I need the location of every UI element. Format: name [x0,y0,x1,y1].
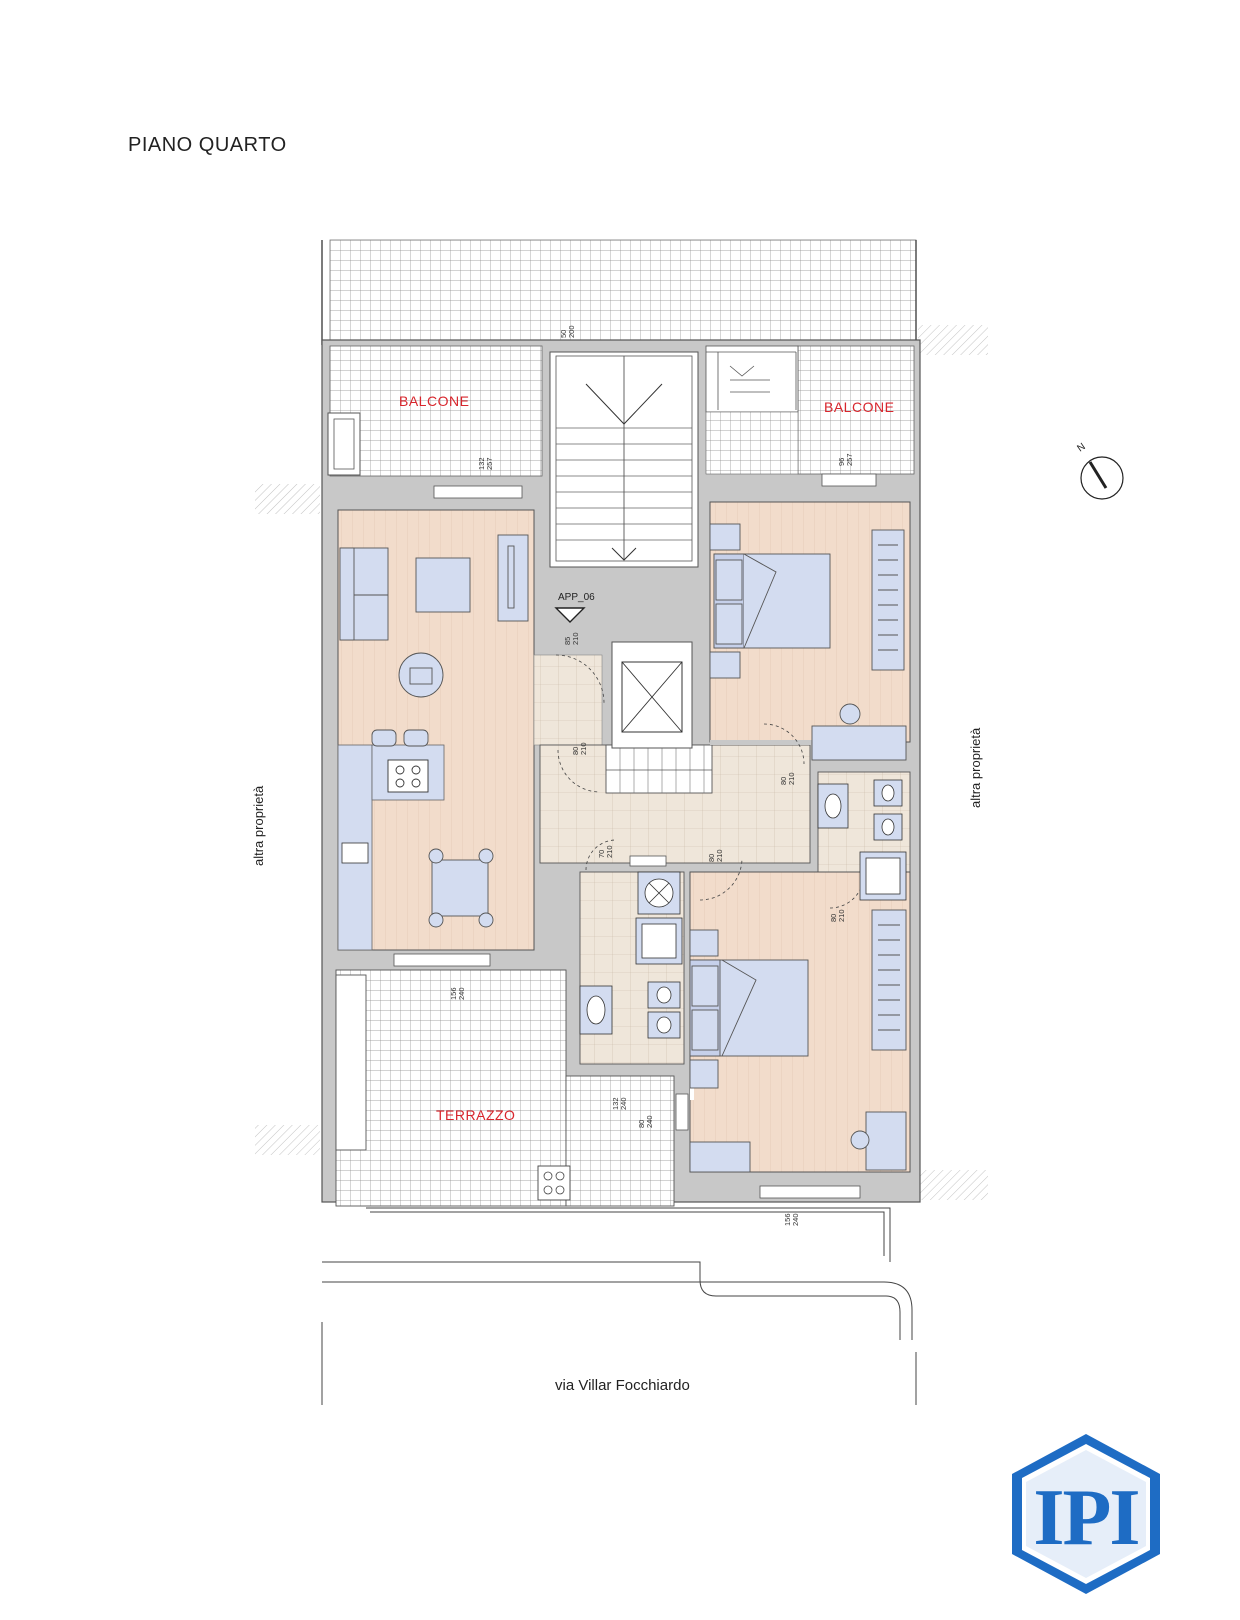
coffee-table [415,557,471,613]
svg-text:96257: 96257 [837,453,854,466]
svg-text:80210: 80210 [779,772,796,785]
entrance-hall [539,744,811,864]
svg-text:132257: 132257 [477,457,494,470]
label-apartment: APP_06 [558,592,595,603]
tv-unit [497,534,529,622]
svg-text:80210: 80210 [707,849,724,862]
lift [611,641,693,749]
balcone-left [327,345,543,477]
svg-text:156240: 156240 [783,1213,800,1226]
label-side-right: altra proprietà [968,727,983,808]
label-side-left: altra proprietà [251,785,266,866]
svg-text:80210: 80210 [829,909,846,922]
nightstands-bottom [689,929,719,1089]
wardrobe-bottom [871,909,907,1051]
apartment-marker: APP_06 [554,592,595,623]
ipi-logo: IPI [1012,1434,1160,1594]
balcone-right [705,345,915,475]
page-title: PIANO QUARTO [128,134,287,156]
double-bed-top [713,553,831,649]
neighbour-hatching [255,325,988,1200]
label-street: via Villar Focchiardo [555,1377,690,1394]
logo-text: IPI [1033,1474,1138,1562]
wardrobe-top [871,529,905,671]
label-balcone-left: BALCONE [399,393,469,409]
bathroom-center-fixtures [579,871,683,1039]
label-terrazzo: TERRAZZO [436,1107,515,1123]
label-north: N [1075,441,1087,454]
nightstands-top [709,523,741,679]
windows [393,473,877,1199]
top-courtyard [321,239,917,345]
kitchen-sink [341,842,369,864]
corridor-tile [533,654,603,746]
desk-bottom-left [689,1141,751,1173]
svg-text:70210: 70210 [597,845,614,858]
svg-text:80240: 80240 [637,1115,654,1128]
svg-text:50200: 50200 [559,325,576,338]
desk-top [811,703,907,761]
dining-table [428,848,494,928]
armchair [398,652,444,698]
svg-text:80210: 80210 [571,742,588,755]
bar-stools [371,729,429,747]
svg-text:85210: 85210 [563,632,580,645]
bathroom-right-fixtures [817,779,907,901]
label-balcone-right: BALCONE [824,399,894,415]
cooktop [387,759,429,793]
door-swings [555,654,865,909]
desk-bottom [850,1111,907,1171]
north-arrow-icon: N [1075,441,1124,500]
terrazzo [335,969,675,1207]
double-bed-bottom [689,959,809,1057]
dimension-labels: 50200 132257 96257 85210 80210 80210 702… [449,325,854,1226]
street-area [321,1207,917,1405]
sofa [339,547,389,641]
stairwell [549,351,699,568]
svg-text:132240: 132240 [611,1097,628,1110]
svg-text:156240: 156240 [449,987,466,1000]
